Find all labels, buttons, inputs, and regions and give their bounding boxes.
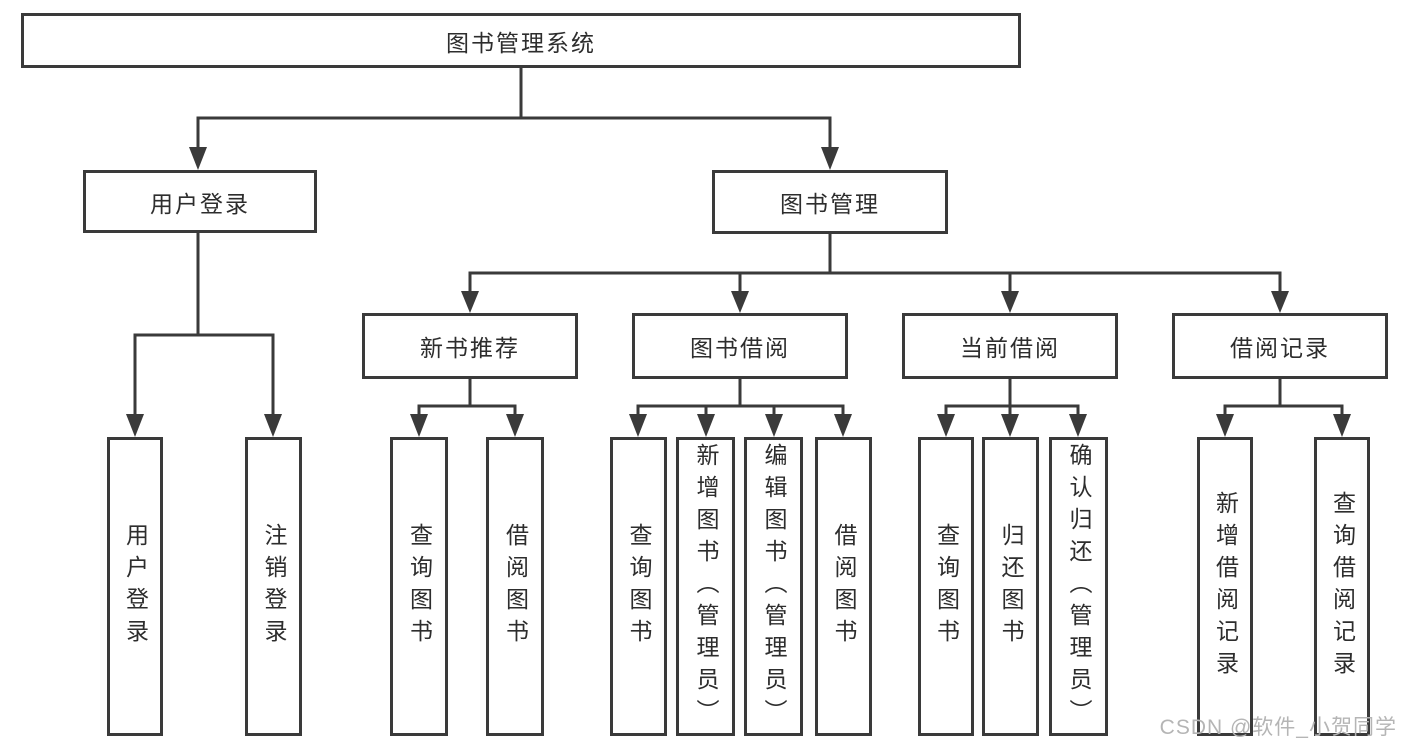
node-book-borrow: 图书借阅 bbox=[632, 313, 848, 379]
node-user-login: 用户登录 bbox=[83, 170, 317, 233]
leaf-query-books-borrow: 查询图书 bbox=[610, 437, 667, 736]
leaf-query-books-current: 查询图书 bbox=[918, 437, 974, 736]
leaf-query-books-recommend: 查询图书 bbox=[390, 437, 448, 736]
node-borrow-records: 借阅记录 bbox=[1172, 313, 1388, 379]
node-book-management: 图书管理 bbox=[712, 170, 948, 234]
leaf-add-borrow-record: 新增借阅记录 bbox=[1197, 437, 1253, 736]
leaf-user-login: 用户登录 bbox=[107, 437, 163, 736]
watermark: CSDN @软件_小贺同学 bbox=[1159, 716, 1397, 739]
leaf-query-borrow-record: 查询借阅记录 bbox=[1314, 437, 1370, 736]
leaf-return-book: 归还图书 bbox=[982, 437, 1039, 736]
leaf-edit-book-admin: 编辑图书（管理员） bbox=[744, 437, 803, 736]
node-root: 图书管理系统 bbox=[21, 13, 1021, 68]
leaf-add-book-admin: 新增图书（管理员） bbox=[676, 437, 735, 736]
leaf-borrow-books-recommend: 借阅图书 bbox=[486, 437, 544, 736]
leaf-confirm-return-admin: 确认归还（管理员） bbox=[1049, 437, 1108, 736]
node-current-borrow: 当前借阅 bbox=[902, 313, 1118, 379]
leaf-logout: 注销登录 bbox=[245, 437, 302, 736]
leaf-borrow-books: 借阅图书 bbox=[815, 437, 872, 736]
node-new-book-recommend: 新书推荐 bbox=[362, 313, 578, 379]
